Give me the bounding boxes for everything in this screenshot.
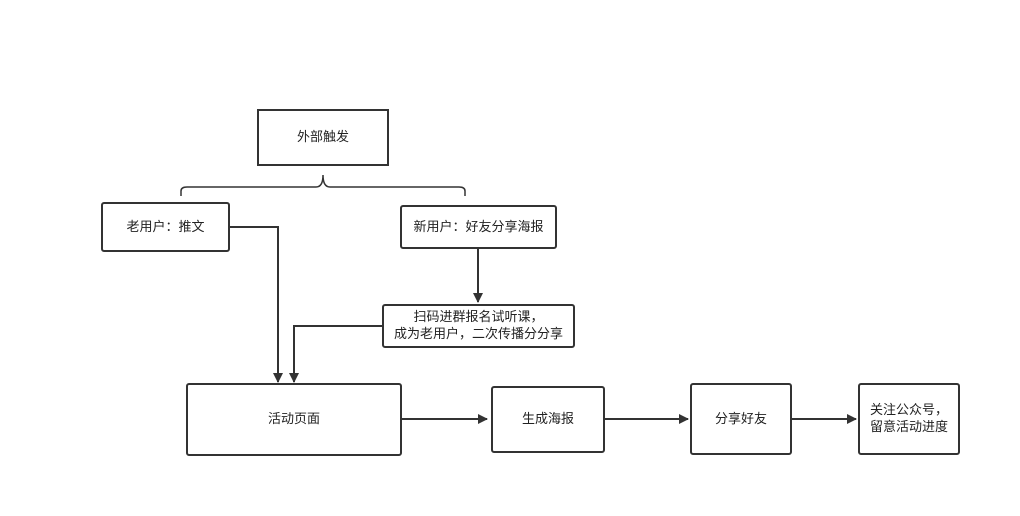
node-external-trigger-label: 外部触发	[296, 130, 349, 145]
node-scan-join-line2: 成为老用户，二次传播分分享	[393, 327, 563, 342]
node-old-user-label: 老用户：推文	[126, 219, 205, 235]
node-follow-account-line1: 关注公众号，	[869, 403, 948, 418]
node-follow-account: 关注公众号， 留意活动进度	[858, 383, 960, 455]
arrow-old-user-to-activity	[230, 226, 283, 383]
node-activity-page-label: 活动页面	[267, 412, 320, 427]
node-share-friends: 分享好友	[690, 383, 792, 455]
node-follow-account-line2: 留意活动进度	[869, 420, 948, 435]
node-scan-join: 扫码进群报名试听课， 成为老用户，二次传播分分享	[382, 304, 575, 348]
node-activity-page: 活动页面	[186, 383, 402, 456]
node-scan-join-line1: 扫码进群报名试听课，	[413, 310, 544, 325]
node-old-user: 老用户：推文	[101, 202, 230, 252]
node-new-user-label: 新用户：好友分享海报	[413, 219, 544, 235]
node-generate-poster: 生成海报	[491, 386, 605, 453]
brace-connector	[180, 174, 466, 196]
node-generate-poster-label: 生成海报	[521, 412, 574, 427]
node-external-trigger: 外部触发	[257, 109, 389, 166]
arrow-scan-to-activity	[289, 325, 382, 383]
node-share-friends-label: 分享好友	[714, 411, 767, 427]
node-new-user: 新用户：好友分享海报	[400, 205, 557, 249]
